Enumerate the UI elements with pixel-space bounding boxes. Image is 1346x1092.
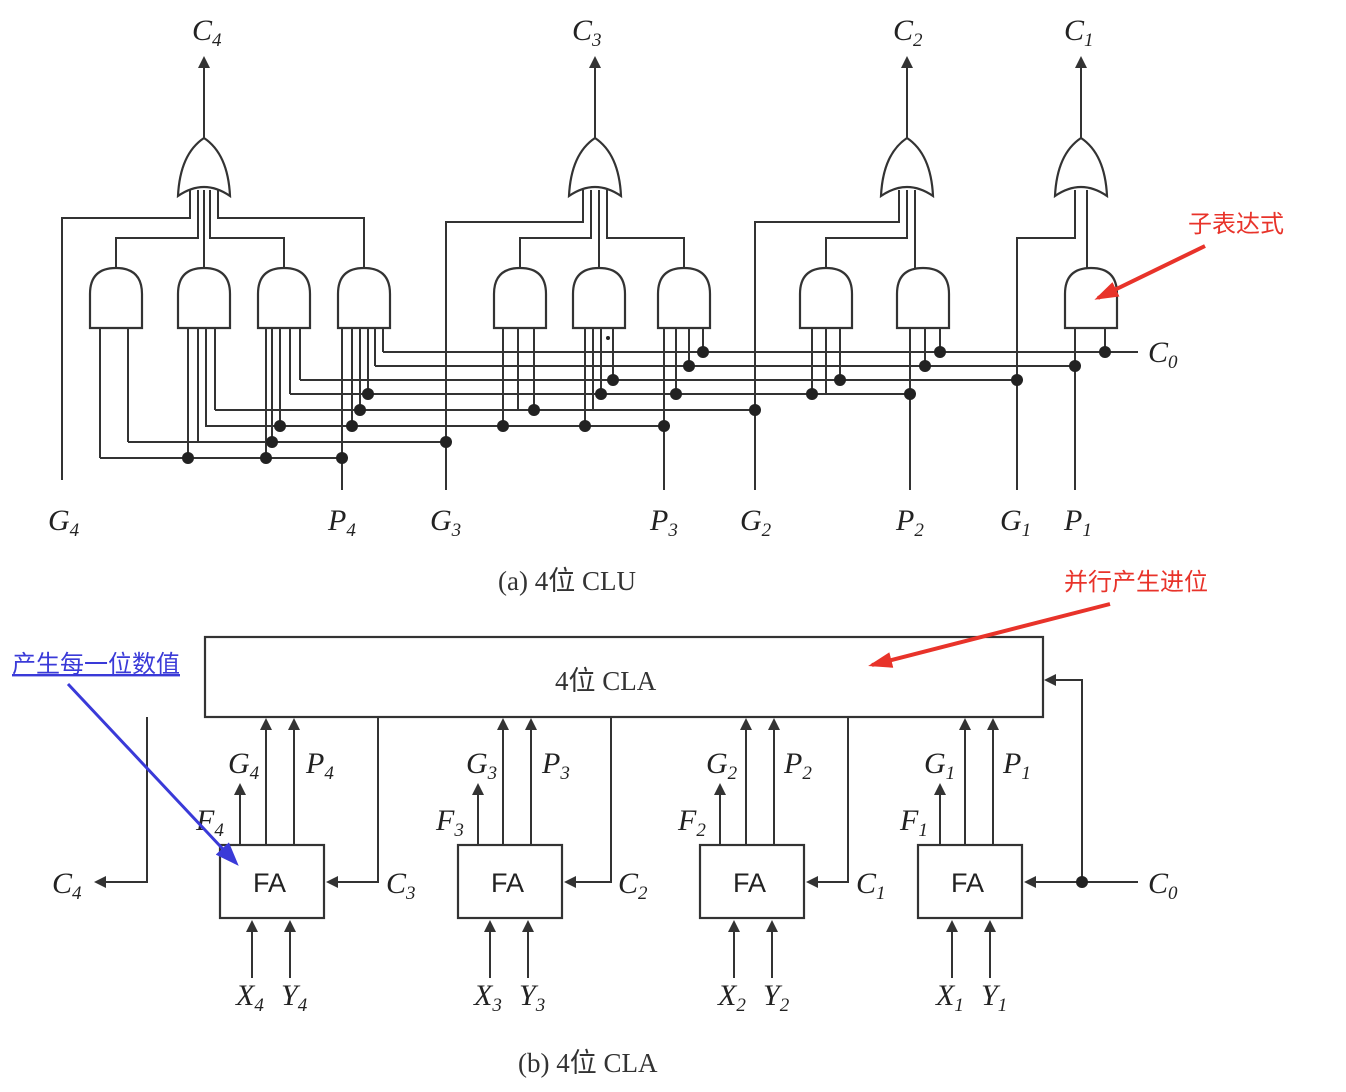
svg-text:C1: C1 [856, 867, 886, 904]
svg-text:G1: G1 [1000, 504, 1031, 541]
annotations: 子表达式 并行产生进位 产生每一位数值 [12, 210, 1284, 866]
svg-text:F2: F2 [677, 804, 706, 841]
carry-output-arrows [198, 56, 1087, 142]
clu-circuit: C4 C3 C2 C1 C0 G4 P4 G3 P3 G2 P2 G1 P1 (… [48, 14, 1178, 596]
svg-text:P4: P4 [305, 747, 334, 784]
fa-label: FA [491, 868, 524, 898]
or-input-wiring [61, 190, 1088, 480]
fa-label: FA [951, 868, 984, 898]
svg-text:P2: P2 [783, 747, 812, 784]
note-subexpression-arrow [1094, 244, 1206, 300]
or-gate-c3 [567, 136, 623, 199]
or-gate-c2 [879, 136, 935, 199]
svg-text:X3: X3 [473, 979, 502, 1016]
cla-c4-label: C4 [52, 867, 82, 904]
svg-text:C0: C0 [1148, 867, 1178, 904]
fa-box-2 [698, 843, 806, 920]
svg-text:Y4: Y4 [281, 979, 308, 1016]
svg-text:G4: G4 [228, 747, 260, 784]
note-parallel-carry: 并行产生进位 [1064, 568, 1208, 596]
and-gates [88, 266, 1119, 330]
svg-text:G2: G2 [706, 747, 738, 784]
svg-text:C4: C4 [192, 14, 222, 51]
svg-text:Y1: Y1 [981, 979, 1007, 1016]
note-each-bit-value: 产生每一位数值 [12, 650, 180, 678]
svg-text:G4: G4 [48, 504, 80, 541]
clu-c0-label: C0 [1148, 336, 1178, 373]
fa-box-1 [916, 843, 1024, 920]
svg-text:C1: C1 [1064, 14, 1094, 51]
cla-circuit: 4位 CLA FA FA FA FA [52, 635, 1178, 1078]
or-gate-c1 [1053, 136, 1109, 199]
fa-box-3 [456, 843, 564, 920]
svg-text:C2: C2 [893, 14, 923, 51]
cla-caption: (b) 4位 CLA [518, 1048, 658, 1078]
svg-text:X2: X2 [717, 979, 746, 1016]
junction-dots [182, 336, 1111, 464]
svg-text:P1: P1 [1002, 747, 1031, 784]
svg-text:X4: X4 [235, 979, 264, 1016]
svg-text:F3: F3 [435, 804, 464, 841]
fa-label: FA [733, 868, 766, 898]
cla-wiring [94, 674, 1138, 978]
svg-text:F4: F4 [195, 804, 224, 841]
clu-output-labels: C4 C3 C2 C1 C0 [192, 14, 1178, 373]
svg-text:F1: F1 [899, 804, 928, 841]
svg-text:C2: C2 [618, 867, 648, 904]
note-subexpression: 子表达式 [1188, 210, 1284, 238]
clu-caption: (a) 4位 CLU [498, 566, 636, 596]
svg-text:G3: G3 [466, 747, 497, 784]
svg-text:G1: G1 [924, 747, 955, 784]
svg-text:P3: P3 [541, 747, 570, 784]
svg-text:Y3: Y3 [519, 979, 545, 1016]
fa-label: FA [253, 868, 286, 898]
clu-input-labels: G4 P4 G3 P3 G2 P2 G1 P1 [48, 504, 1092, 541]
or-gate-c4 [176, 136, 232, 199]
note-each-bit-value-arrow [66, 682, 239, 866]
input-buses [100, 351, 1138, 459]
svg-text:P4: P4 [327, 504, 356, 541]
svg-text:C3: C3 [572, 14, 602, 51]
svg-text:P3: P3 [649, 504, 678, 541]
note-parallel-carry-arrow [868, 602, 1111, 668]
svg-text:P2: P2 [895, 504, 924, 541]
svg-text:C3: C3 [386, 867, 416, 904]
cla-labels: G4 P4 F4 C3 X4 Y4 G3 P3 F3 C2 X3 Y3 G2 P… [52, 747, 1178, 1016]
svg-text:G3: G3 [430, 504, 461, 541]
full-adders: FA FA FA FA [218, 843, 1024, 920]
cla-block-label: 4位 CLA [555, 666, 657, 696]
svg-text:G2: G2 [740, 504, 772, 541]
svg-text:X1: X1 [935, 979, 964, 1016]
svg-text:P1: P1 [1063, 504, 1092, 541]
cla-block [203, 635, 1045, 719]
svg-text:Y2: Y2 [763, 979, 790, 1016]
